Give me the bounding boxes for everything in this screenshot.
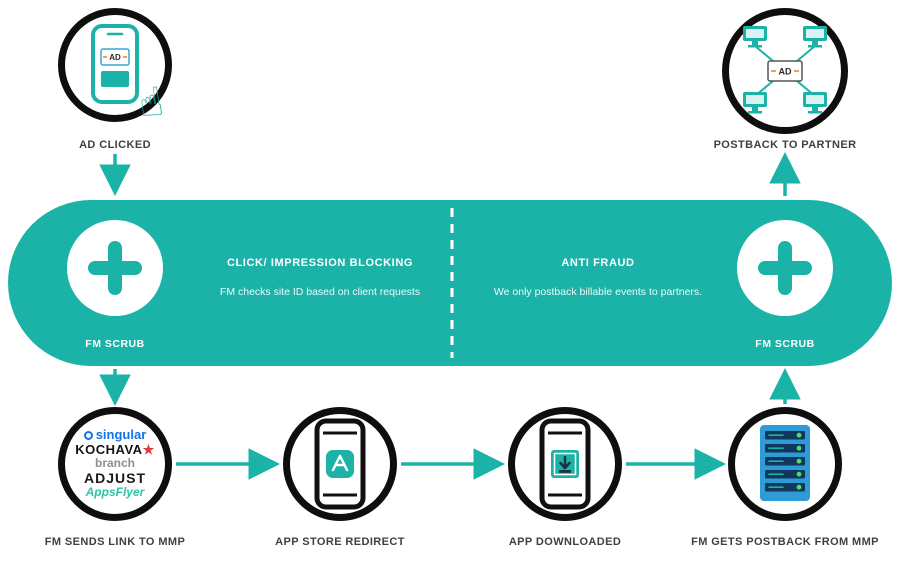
fm-scrub-right-plus-icon (737, 220, 833, 316)
fm-scrub-right-label: FM SCRUB (755, 338, 815, 350)
click-impression-blocking-body: FM checks site ID based on client reques… (219, 286, 421, 298)
click-impression-blocking-title: CLICK/ IMPRESSION BLOCKING (226, 257, 414, 269)
network-ad-chip-text: AD (779, 67, 792, 77)
mmp-label: FM SENDS LINK TO MMP (44, 536, 186, 548)
server-label: FM GETS POSTBACK FROM MMP (691, 536, 879, 548)
anti-fraud-body: We only postback billable events to part… (493, 286, 703, 298)
tap-hand-icon: ☝ (135, 78, 167, 128)
server-node (728, 407, 842, 521)
app-downloaded-label: APP DOWNLOADED (508, 536, 622, 548)
ad-chip-text: AD (109, 53, 121, 62)
ad-clicked-node: AD ☝ (58, 8, 172, 128)
kochava-logo: KOCHAVA★ (75, 441, 155, 458)
fm-scrub-left-label: FM SCRUB (85, 338, 145, 350)
ad-clicked-label: AD CLICKED (79, 139, 151, 151)
kochava-logo-text: KOCHAVA (75, 441, 143, 457)
postback-to-partner-node: AD (722, 8, 848, 134)
download-phone-icon (539, 418, 591, 510)
mmp-logo-stack: singular KOCHAVA★ branch ADJUST AppsFlye… (75, 428, 154, 500)
appsflyer-logo: AppsFlyer (85, 485, 145, 500)
postback-to-partner-label: POSTBACK TO PARTNER (713, 139, 857, 151)
mmp-logos-node: singular KOCHAVA★ branch ADJUST AppsFlye… (58, 407, 172, 521)
branch-logo: branch (94, 456, 135, 471)
anti-fraud-title: ANTI FRAUD (561, 257, 635, 269)
server-icon (760, 425, 810, 501)
app-store-node (283, 407, 397, 521)
adjust-logo: ADJUST (83, 469, 146, 486)
singular-logo-text: singular (95, 427, 147, 443)
app-store-label: APP STORE REDIRECT (275, 536, 405, 548)
kochava-star-icon: ★ (142, 441, 155, 457)
singular-logo-icon (83, 430, 93, 440)
app-downloaded-node (508, 407, 622, 521)
phone-ad-icon: AD (91, 24, 139, 104)
network-ad-icon: AD (743, 26, 827, 114)
fm-scrub-banner: FM SCRUB CLICK/ IMPRESSION BLOCKING FM c… (8, 200, 892, 366)
singular-logo: singular (83, 427, 147, 443)
app-store-phone-icon (314, 418, 366, 510)
fm-scrub-left-plus-icon (67, 220, 163, 316)
